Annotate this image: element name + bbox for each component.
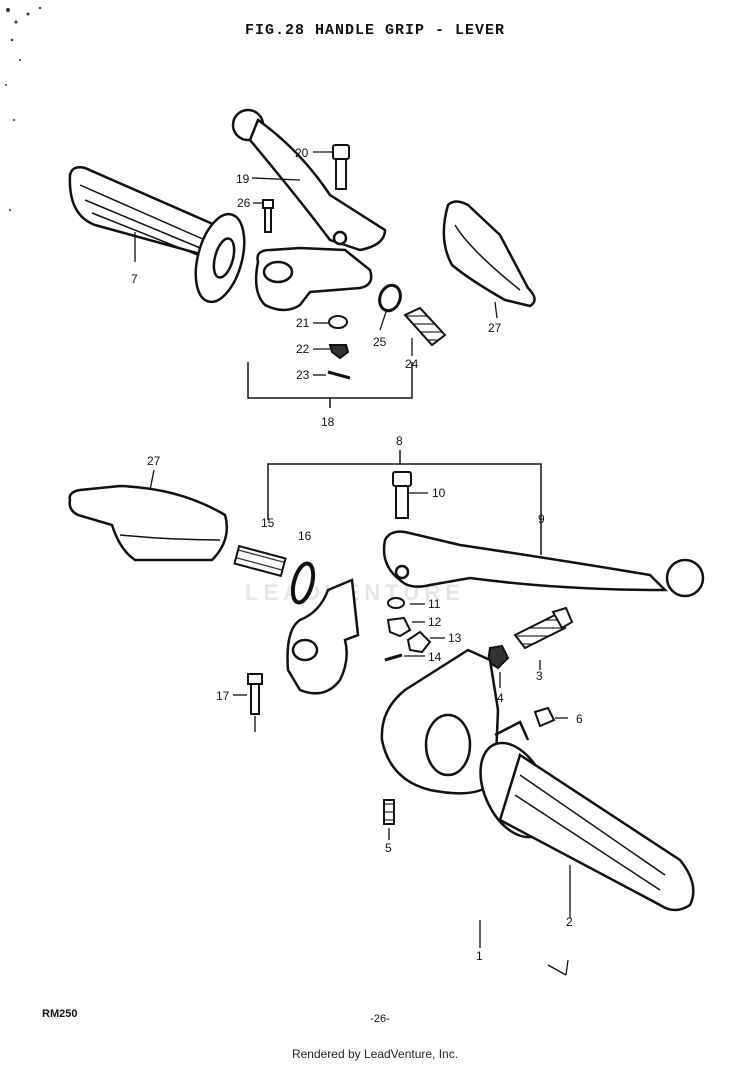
label-part-4: 4	[497, 691, 504, 705]
render-credit: Rendered by LeadVenture, Inc.	[291, 1047, 459, 1061]
lever-cover-part-27-top	[442, 200, 536, 308]
label-part-27-bottom: 27	[147, 454, 161, 468]
label-part-11: 11	[428, 597, 441, 611]
label-part-8: 8	[396, 434, 403, 448]
label-part-7: 7	[131, 272, 138, 286]
label-part-20: 20	[295, 146, 309, 160]
throttle-grip-part-2	[479, 720, 695, 912]
label-part-15: 15	[261, 516, 275, 530]
label-part-25: 25	[373, 335, 387, 349]
cap-part-6	[533, 706, 556, 728]
left-grip-part-7	[68, 166, 246, 304]
label-part-3: 3	[536, 669, 543, 683]
model-code: RM250	[42, 1008, 78, 1020]
label-part-24: 24	[405, 357, 419, 371]
label-part-10: 10	[432, 486, 446, 500]
bolt-part-24	[403, 306, 447, 347]
part-number-labels: 20 19 26 7 21 22 23 25 24 27 18 8 27 10 …	[131, 146, 583, 963]
label-part-21: 21	[296, 316, 310, 330]
pivot-bolt-part-10	[392, 471, 412, 519]
page-number: -26-	[370, 1013, 390, 1025]
washer-part-16	[290, 561, 316, 605]
clutch-lever-part-19	[231, 108, 387, 252]
adjuster-bolt-part-3	[513, 606, 574, 650]
label-part-26: 26	[237, 196, 251, 210]
lever-cover-part-27-bottom	[68, 484, 229, 562]
label-part-2: 2	[566, 915, 573, 929]
label-part-1: 1	[476, 949, 483, 963]
small-parts-11-14	[384, 597, 432, 662]
label-part-12: 12	[428, 615, 442, 629]
label-part-16: 16	[298, 529, 312, 543]
leader-lines	[134, 151, 571, 976]
screw-part-17	[247, 673, 263, 715]
label-part-6: 6	[576, 712, 583, 726]
label-part-17: 17	[216, 689, 230, 703]
label-part-13: 13	[448, 631, 462, 645]
figure-title: FIG.28 HANDLE GRIP - LEVER	[244, 22, 506, 39]
label-part-18: 18	[321, 415, 335, 429]
bracket-line-18	[247, 362, 413, 408]
label-part-5: 5	[385, 841, 392, 855]
lever-holder-bottom	[286, 578, 360, 695]
screw-part-26	[262, 199, 274, 233]
bolt-part-15	[233, 544, 287, 578]
washer-part-25	[378, 283, 402, 313]
scan-noise	[5, 6, 42, 211]
screw-part-5	[383, 799, 395, 825]
label-part-23: 23	[296, 368, 310, 382]
label-part-14: 14	[428, 650, 442, 664]
small-parts-21-23	[327, 315, 351, 380]
pivot-bolt-part-20	[332, 144, 350, 190]
label-part-27-top: 27	[488, 321, 502, 335]
label-part-19: 19	[236, 172, 250, 186]
bracket-line-8	[267, 450, 542, 555]
front-brake-lever-part-9	[382, 530, 705, 598]
lever-holder-body	[254, 246, 373, 312]
label-part-22: 22	[296, 342, 310, 356]
label-part-9: 9	[538, 512, 545, 526]
